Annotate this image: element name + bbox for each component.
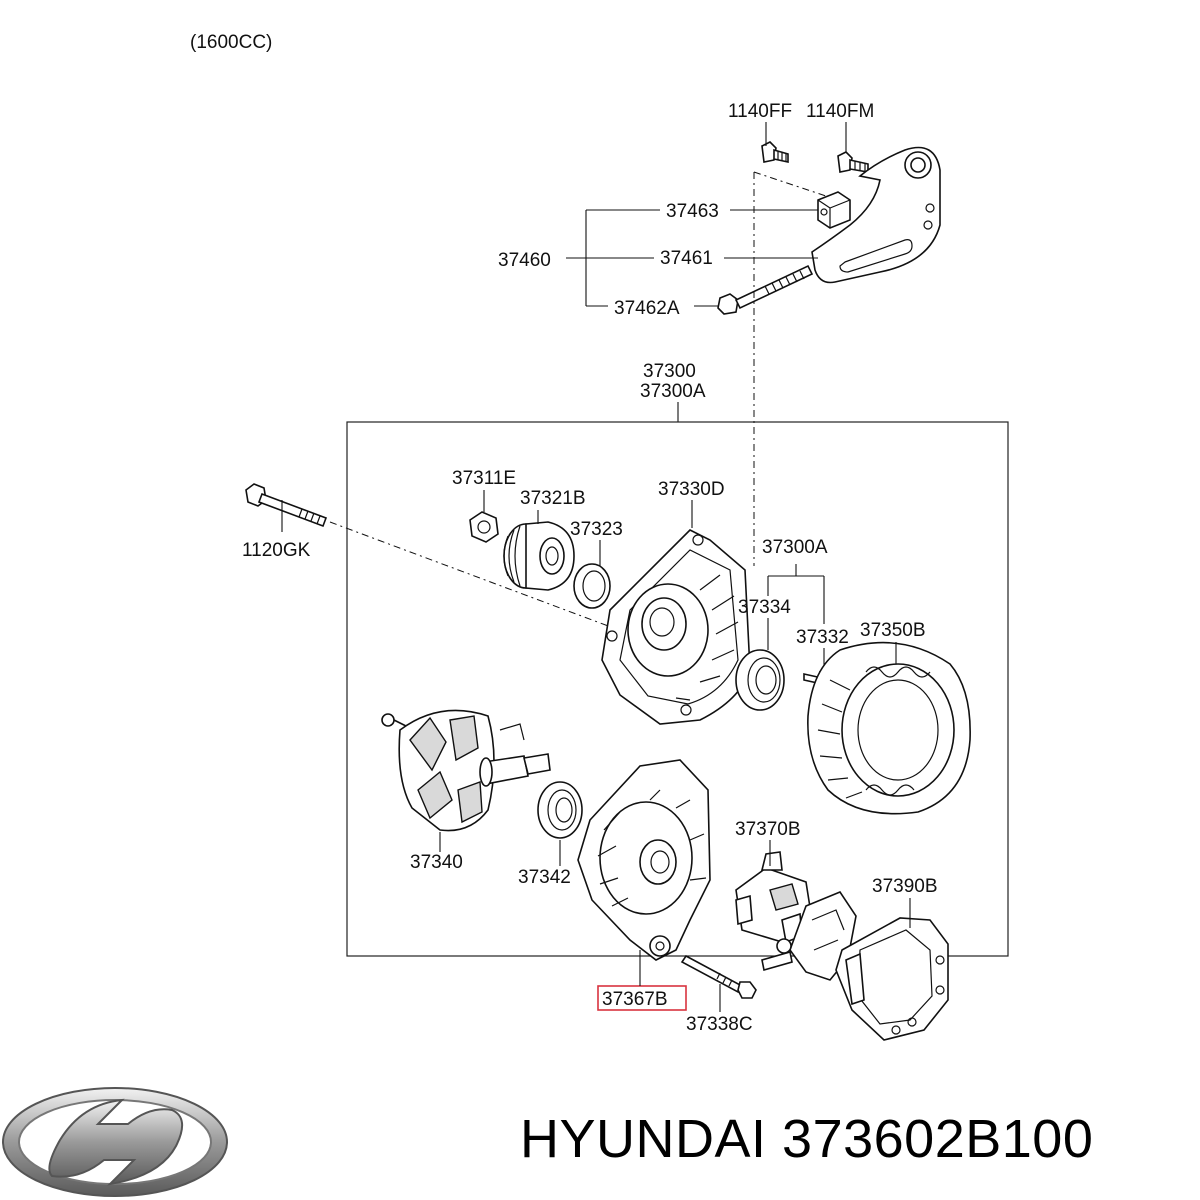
bolt-1120gk[interactable] [245,483,328,528]
label-37334: 37334 [738,597,791,618]
part-number: 373602B100 [782,1109,1094,1169]
brand-part-number: HYUNDAI 373602B100 [520,1108,1093,1170]
label-37311e: 37311E [452,468,516,489]
bolt-37338c[interactable] [680,954,757,999]
label-37461: 37461 [660,248,713,269]
label-37460: 37460 [498,250,551,271]
label-37342: 37342 [518,867,571,888]
brand-name: HYUNDAI [520,1109,767,1169]
bolt-37462a[interactable] [717,264,814,315]
label-37350b: 37350B [860,620,926,641]
label-1120gk: 1120GK [242,540,311,561]
label-37332: 37332 [796,627,849,648]
bracket-37461[interactable] [811,146,941,284]
label-37338c: 37338C [686,1014,753,1035]
nut-37463[interactable] [817,191,851,229]
label-37300: 37300 [643,361,696,382]
pulley-37321b[interactable] [503,521,575,591]
bearing-37334[interactable] [735,649,785,711]
label-1140ff: 1140FF [728,101,792,122]
label-37323: 37323 [570,519,623,540]
rotor-37340[interactable] [381,709,551,832]
bolt-1140ff[interactable] [761,141,789,163]
label-37367b: 37367B [602,989,668,1010]
label-37463: 37463 [666,201,719,222]
bearing-37342[interactable] [537,781,583,839]
nut-37311e[interactable] [469,511,499,543]
stator-37350b[interactable] [807,641,971,815]
bracket-assembly [717,141,941,566]
label-37370b: 37370B [735,819,801,840]
label-37300a-inner: 37300A [762,537,828,558]
label-37390b: 37390B [872,876,938,897]
hyundai-logo-icon [2,1087,228,1197]
engine-capacity-label: (1600CC) [190,32,272,53]
regulator-37370b[interactable] [735,851,813,944]
rear-cover-37390b[interactable] [835,917,949,1041]
alternator-assembly-box [346,421,1009,957]
label-37340: 37340 [410,852,463,873]
front-housing-37330d[interactable] [601,529,751,725]
spacer-37323[interactable] [573,563,611,609]
label-37321b: 37321B [520,488,586,509]
highlight-box [597,985,687,1011]
label-1140fm: 1140FM [806,101,874,122]
label-37462a: 37462A [614,298,680,319]
label-37300a: 37300A [640,381,706,402]
label-37330d: 37330D [658,479,725,500]
bolt-1140fm[interactable] [837,151,869,173]
rear-bracket-37367b[interactable] [577,759,711,961]
